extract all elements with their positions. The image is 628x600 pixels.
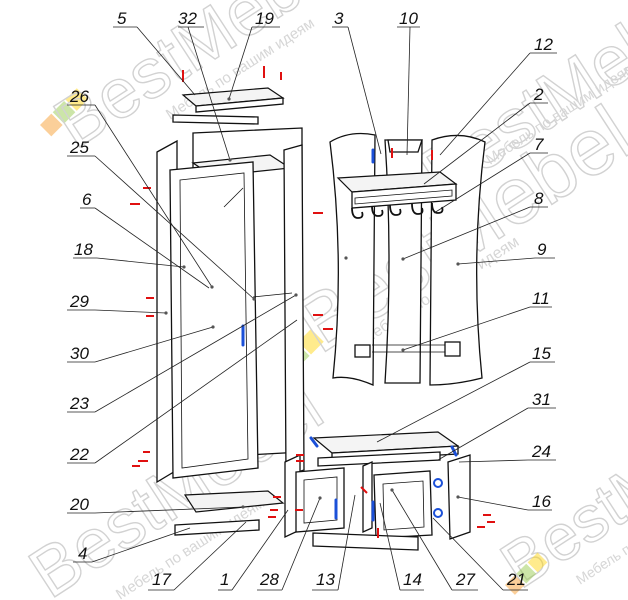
leader-dots [164, 97, 460, 509]
callout-label: 4 [78, 544, 87, 563]
callout-label: 8 [534, 189, 544, 208]
part-mid-rail [252, 292, 293, 298]
callout-label: 26 [69, 87, 89, 106]
callout-label: 3 [334, 9, 344, 28]
callout-label: 29 [69, 292, 89, 311]
part-hat-shelf-rail [354, 189, 453, 205]
callout-label: 22 [69, 445, 89, 464]
fastener-markers [130, 66, 333, 518]
callout-label: 11 [532, 289, 550, 308]
part-bench-right-door [373, 470, 433, 539]
part-bench-left-door-panel [303, 476, 338, 524]
callout-label: 7 [534, 135, 544, 154]
callout-label: 9 [537, 240, 547, 259]
callout-label: 28 [259, 570, 279, 589]
part-bench-plinth [312, 532, 419, 551]
part-bench-left-door [295, 467, 345, 533]
callout-label: 27 [455, 570, 475, 589]
hall-panel-assembly [329, 132, 486, 386]
part-mount-plate [444, 341, 461, 357]
callout-label: 31 [532, 390, 551, 409]
callout-label: 21 [506, 570, 526, 589]
callout-label: 13 [316, 570, 335, 589]
callout-label: 1 [220, 570, 229, 589]
callout-label: 20 [69, 495, 89, 514]
callout-label: 23 [69, 394, 89, 413]
part-right-side [283, 144, 305, 477]
callout-labels: 5 32 19 3 10 12 2 7 8 9 11 15 31 24 16 2… [69, 9, 553, 589]
callout-label: 17 [152, 570, 171, 589]
part-hanger-rail [223, 187, 244, 208]
callout-label: 30 [70, 344, 89, 363]
callout-label: 6 [82, 190, 92, 209]
callout-label: 24 [531, 442, 551, 461]
part-top-cap [387, 139, 423, 153]
part-top-panel-edge [195, 97, 284, 113]
part-top-rail [172, 114, 259, 125]
part-mount-plate [354, 344, 371, 358]
callout-label: 2 [533, 85, 544, 104]
part-bench-right-door-panel [382, 480, 425, 531]
callout-label: 12 [534, 35, 553, 54]
part-mirror-glass [179, 172, 249, 469]
callout-label: 10 [399, 9, 418, 28]
fastener-markers [295, 454, 495, 538]
part-bench-divider [362, 460, 373, 534]
callout-label: 15 [532, 344, 551, 363]
part-seat-rail [317, 451, 441, 467]
wardrobe-assembly [130, 66, 333, 536]
part-plinth [174, 519, 260, 536]
callout-label: 14 [403, 570, 422, 589]
callout-label: 16 [532, 492, 551, 511]
callout-label: 25 [69, 138, 89, 157]
bench-assembly [284, 431, 495, 551]
connector-icon [309, 436, 319, 448]
coat-hooks-icon [351, 202, 444, 219]
part-mirror-door [169, 161, 259, 479]
callout-label: 32 [178, 9, 197, 28]
part-bottom-panel [183, 490, 285, 513]
callout-label: 5 [117, 9, 127, 28]
leader-lines [67, 26, 557, 591]
callout-label: 19 [255, 9, 274, 28]
hinge-icon [433, 478, 443, 518]
callout-label: 18 [74, 240, 93, 259]
